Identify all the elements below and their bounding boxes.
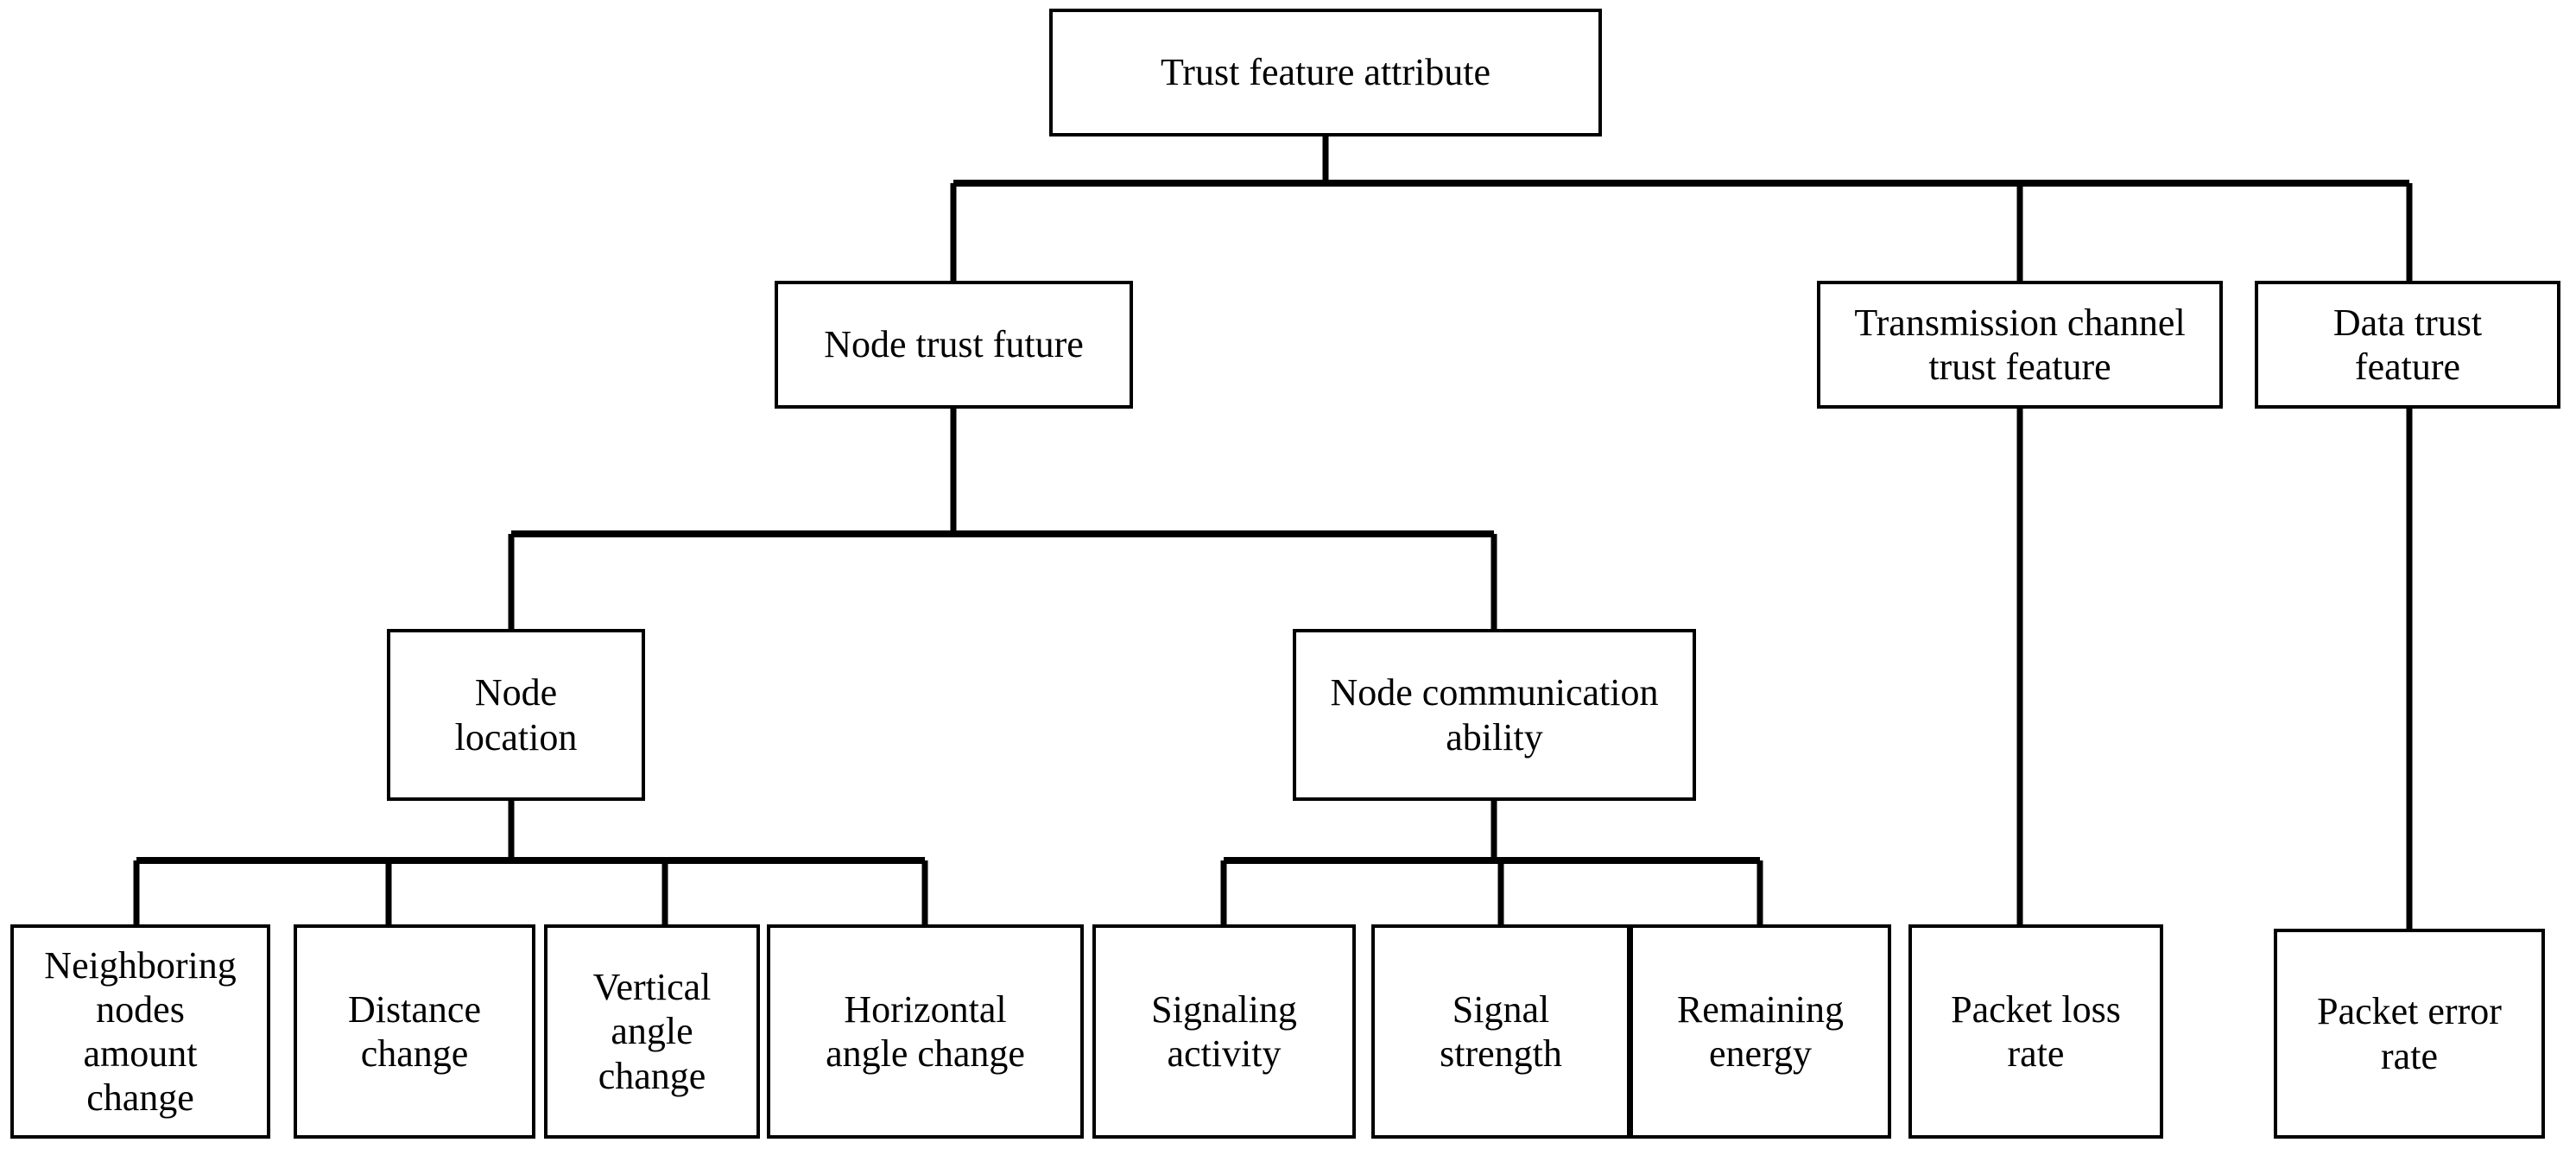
node-box-data-trust-feature[interactable]: Data trust feature (2255, 281, 2560, 409)
node-label-signaling-activity: Signaling activity (1151, 987, 1297, 1075)
node-box-node-communication-ability[interactable]: Node communication ability (1293, 629, 1696, 801)
node-box-root[interactable]: Trust feature attribute (1049, 9, 1602, 136)
node-label-packet-loss-rate: Packet loss rate (1951, 987, 2121, 1075)
node-box-vertical-angle-change[interactable]: Vertical angle change (544, 924, 760, 1139)
node-box-neighboring-nodes-amount-change[interactable]: Neighboring nodes amount change (10, 924, 270, 1139)
node-box-node-trust-future[interactable]: Node trust future (775, 281, 1133, 409)
node-box-signaling-activity[interactable]: Signaling activity (1092, 924, 1356, 1139)
node-label-neighboring-nodes-amount-change: Neighboring nodes amount change (44, 943, 237, 1120)
node-label-horizontal-angle-change: Horizontal angle change (826, 987, 1025, 1075)
node-label-root: Trust feature attribute (1160, 51, 1491, 94)
node-label-vertical-angle-change: Vertical angle change (592, 966, 712, 1097)
node-box-remaining-energy[interactable]: Remaining energy (1630, 924, 1891, 1139)
node-label-node-location: Node location (454, 671, 578, 759)
node-label-packet-error-rate: Packet error rate (2317, 990, 2502, 1077)
node-box-transmission-channel-trust-feature[interactable]: Transmission channel trust feature (1817, 281, 2223, 409)
node-box-distance-change[interactable]: Distance change (294, 924, 535, 1139)
node-box-signal-strength[interactable]: Signal strength (1371, 924, 1630, 1139)
node-label-distance-change: Distance change (348, 987, 481, 1075)
node-box-horizontal-angle-change[interactable]: Horizontal angle change (767, 924, 1084, 1139)
node-box-packet-loss-rate[interactable]: Packet loss rate (1908, 924, 2163, 1139)
node-label-remaining-energy: Remaining energy (1676, 987, 1845, 1075)
node-label-data-trust-feature: Data trust feature (2332, 301, 2483, 388)
node-label-transmission-channel-trust-feature: Transmission channel trust feature (1854, 301, 2186, 388)
node-label-node-trust-future: Node trust future (824, 323, 1084, 366)
node-box-node-location[interactable]: Node location (387, 629, 645, 801)
node-label-node-communication-ability: Node communication ability (1330, 671, 1659, 759)
node-label-signal-strength: Signal strength (1440, 987, 1562, 1075)
node-box-packet-error-rate[interactable]: Packet error rate (2274, 929, 2545, 1139)
